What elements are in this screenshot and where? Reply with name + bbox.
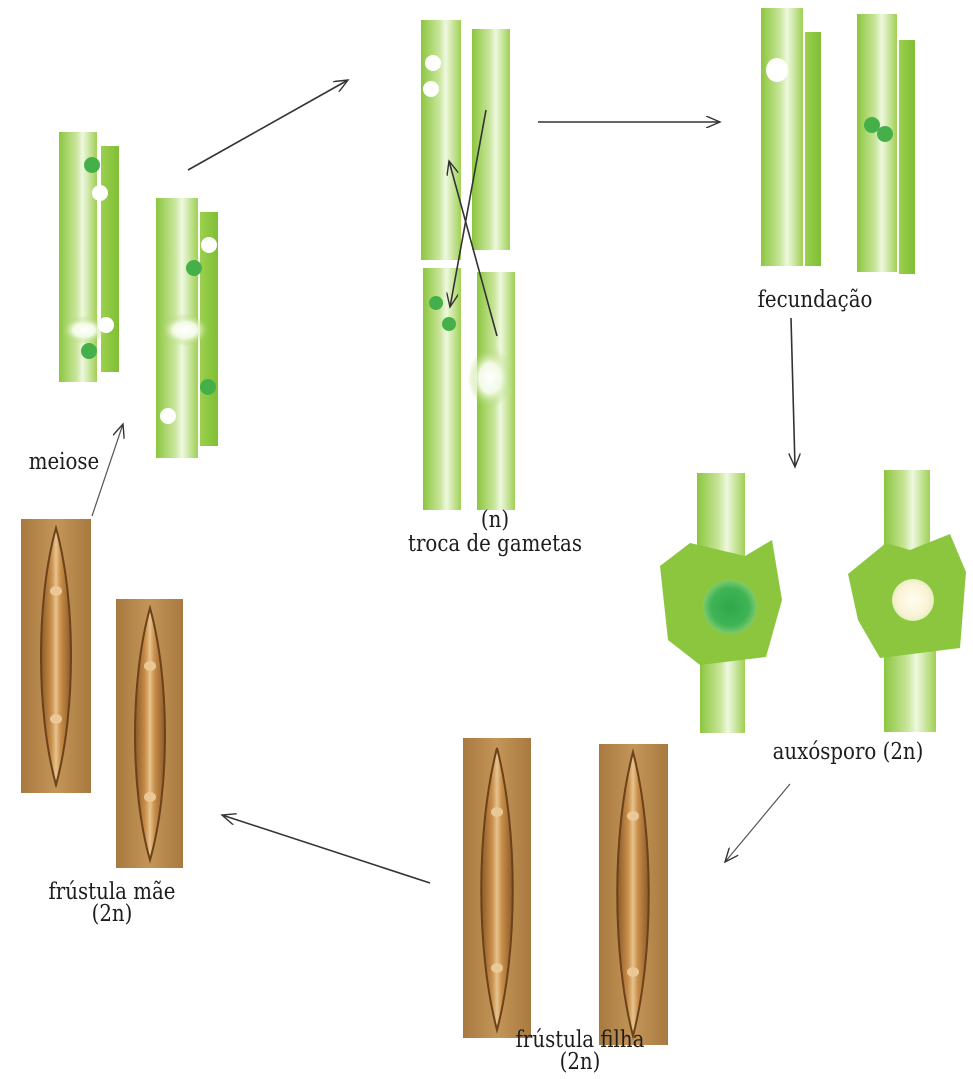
- mother-frustule-1: [21, 519, 91, 793]
- gamete-white: [98, 317, 114, 333]
- gamete-white: [423, 81, 439, 97]
- label-frustula-filha-ploidy: (2n): [541, 1050, 618, 1074]
- arrow-meiosis-to-exchange: [188, 80, 348, 170]
- arrow-fertilization-to-auxospore: [791, 318, 795, 467]
- gamete-white: [92, 185, 108, 201]
- label-meiose: meiose: [21, 450, 107, 474]
- gamete-green: [84, 157, 100, 173]
- zygote-green: [877, 126, 893, 142]
- label-fecundacao: fecundação: [742, 288, 888, 312]
- gamete-green: [200, 379, 216, 395]
- gamete-green: [186, 260, 202, 276]
- gamete-white: [425, 55, 441, 71]
- label-auxosporo: auxósporo (2n): [749, 740, 947, 764]
- gamete-white: [160, 408, 176, 424]
- gamete-green: [442, 317, 456, 331]
- gamete-exchange-cells: [421, 20, 515, 510]
- zygote-green: [864, 117, 880, 133]
- meiosis-cell-2: [156, 198, 218, 458]
- label-frustula-mae-ploidy: (2n): [73, 902, 150, 926]
- daughter-frustule-1: [463, 738, 531, 1038]
- label-troca-de-gametas: troca de gametas: [392, 532, 598, 556]
- auxospore-green: [660, 473, 782, 733]
- label-troca-ploidy: (n): [456, 508, 533, 532]
- daughter-frustule-2: [599, 744, 668, 1045]
- mother-frustule-2: [116, 599, 183, 868]
- gamete-green: [429, 296, 443, 310]
- auxospore-white: [848, 470, 966, 732]
- fertilization-cells: [761, 8, 915, 274]
- arrow-auxospore-to-daughter: [725, 784, 790, 862]
- meiosis-cell-1: [59, 132, 119, 382]
- gamete-green: [81, 343, 97, 359]
- gamete-white: [201, 237, 217, 253]
- arrow-daughter-to-mother: [222, 815, 430, 883]
